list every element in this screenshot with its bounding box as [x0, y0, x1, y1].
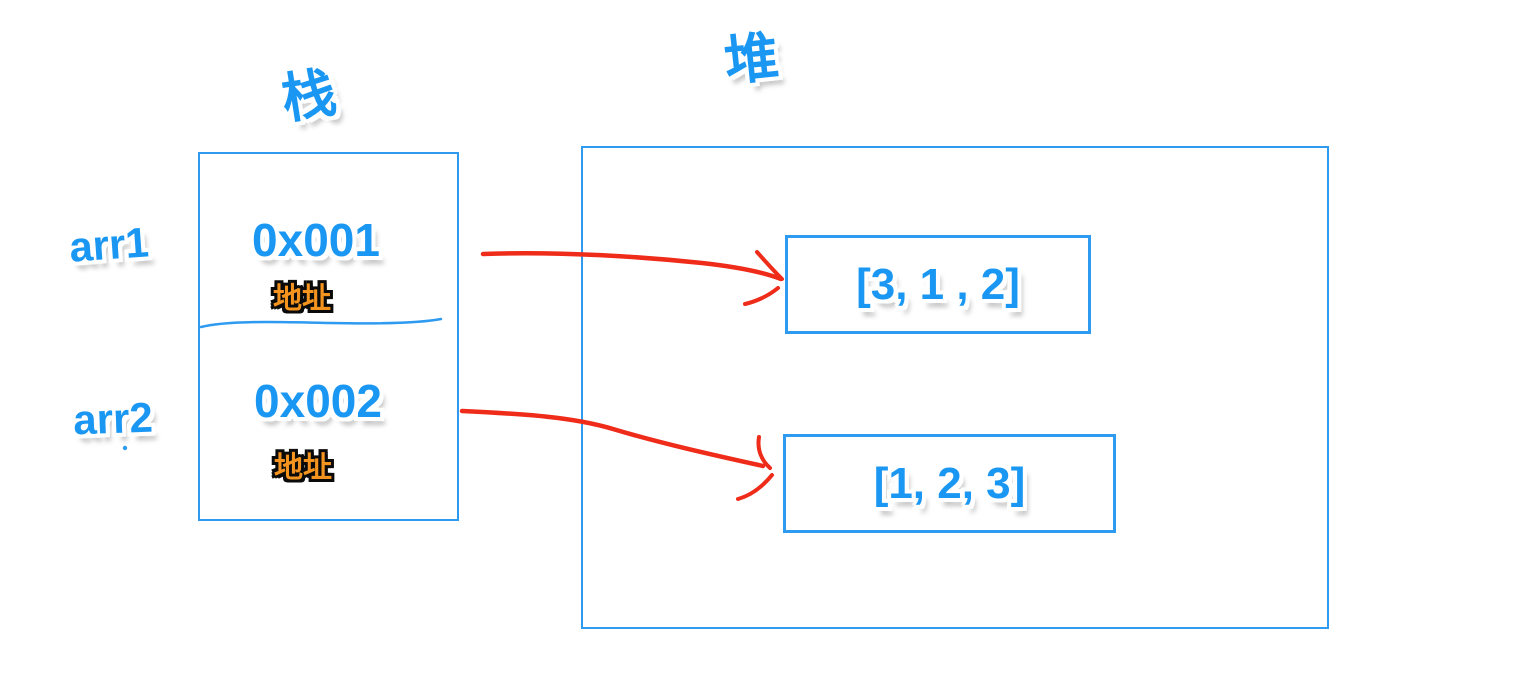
- variable-label-arr1: arr1: [67, 218, 151, 271]
- address-value-arr1: 0x001: [252, 214, 380, 266]
- stack-box: [198, 152, 459, 521]
- heap-object-value-1: [3, 1 , 2]: [856, 259, 1020, 309]
- heap-object-box-2: [1, 2, 3]: [783, 434, 1116, 533]
- heap-box: [581, 146, 1329, 629]
- stack-title: 栈: [277, 62, 341, 131]
- heap-title: 堆: [721, 26, 782, 93]
- address-value-arr2: 0x002: [254, 375, 382, 427]
- heap-object-box-1: [3, 1 , 2]: [785, 235, 1091, 334]
- variable-label-arr2: arr2: [72, 393, 154, 444]
- stray-ink-dot: [122, 445, 128, 451]
- address-caption-arr1: 地址: [272, 283, 332, 315]
- address-caption-arr2: 地址: [273, 452, 333, 484]
- heap-object-value-2: [1, 2, 3]: [873, 458, 1026, 508]
